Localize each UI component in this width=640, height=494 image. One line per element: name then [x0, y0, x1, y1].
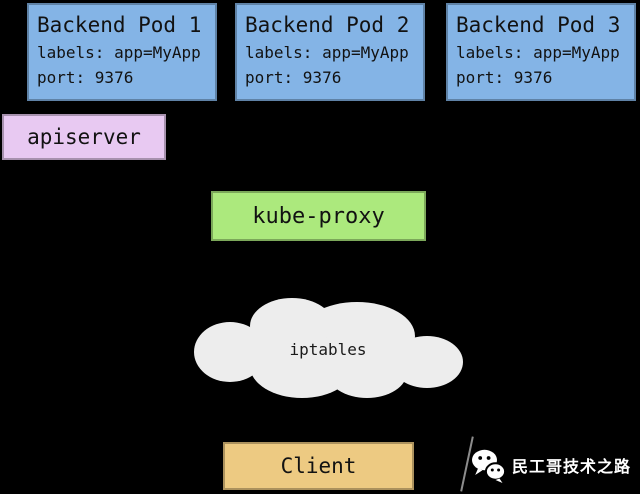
pod-labels-line: labels: app=MyApp: [245, 43, 409, 62]
pod-port-line: port: 9376: [245, 68, 342, 87]
backend-pod-3-box: Backend Pod 3 labels: app=MyApp port: 93…: [446, 3, 636, 101]
backend-pod-1-box: Backend Pod 1 labels: app=MyApp port: 93…: [27, 3, 217, 101]
client-box: Client: [223, 442, 414, 490]
backend-pod-2-box: Backend Pod 2 labels: app=MyApp port: 93…: [235, 3, 425, 101]
pod-labels-line: labels: app=MyApp: [37, 43, 201, 62]
watermark-text: 民工哥技术之路: [512, 459, 632, 476]
client-label: Client: [280, 454, 357, 478]
kube-proxy-label: kube-proxy: [252, 203, 385, 229]
iptables-label: iptables: [289, 340, 367, 359]
iptables-cloud-shape: [194, 298, 463, 398]
apiserver-label: apiserver: [27, 125, 141, 149]
pod-port-line: port: 9376: [37, 68, 134, 87]
pod-title: Backend Pod 2: [245, 13, 410, 37]
pod-title: Backend Pod 3: [456, 13, 621, 37]
pod-labels-line: labels: app=MyApp: [456, 43, 620, 62]
pod-title: Backend Pod 1: [37, 13, 202, 37]
wechat-icon: [472, 449, 505, 483]
apiserver-box: apiserver: [2, 114, 166, 160]
pod-port-line: port: 9376: [456, 68, 553, 87]
kube-proxy-box: kube-proxy: [211, 191, 426, 241]
